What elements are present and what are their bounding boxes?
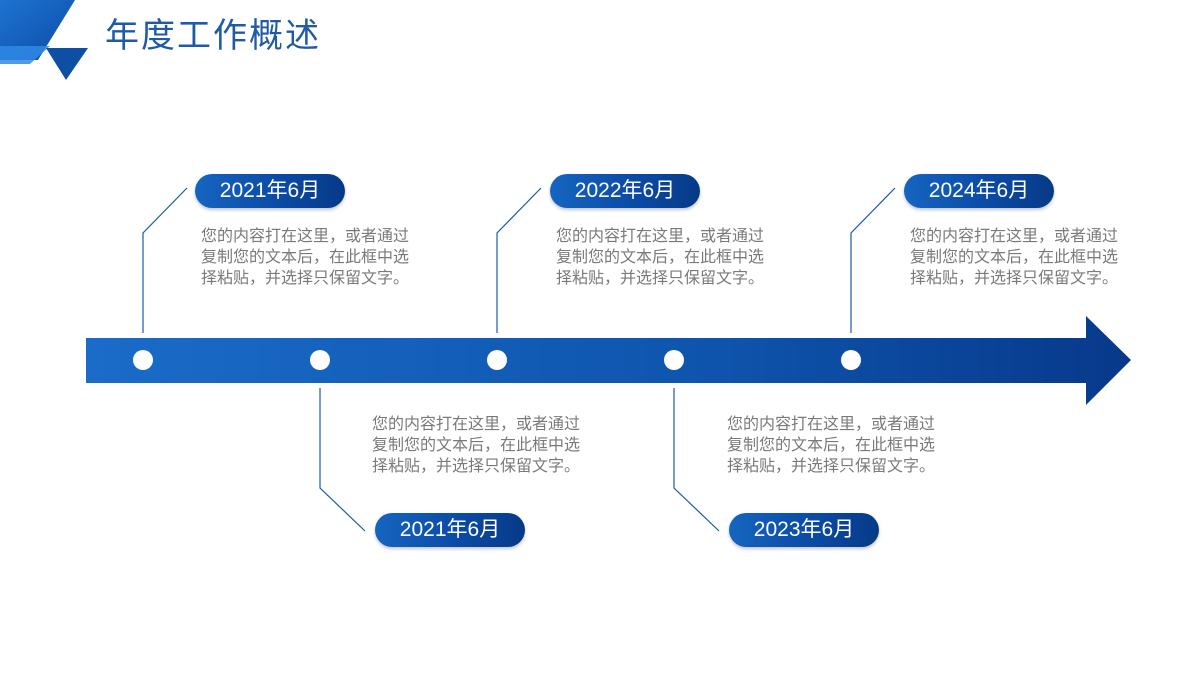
- milestone-date-3: 2022年6月: [550, 174, 700, 208]
- milestone-text-2: 您的内容打在这里，或者通过复制您的文本后，在此框中选择粘贴，并选择只保留文字。: [372, 414, 581, 475]
- connector-line: [142, 187, 188, 333]
- connector-line: [496, 187, 542, 333]
- milestone-date-5: 2024年6月: [904, 174, 1054, 208]
- corner-decoration: [0, 0, 88, 80]
- milestone-dot: [841, 350, 861, 370]
- milestone-dot: [664, 350, 684, 370]
- timeline-arrow: [86, 316, 1131, 405]
- milestone-dot: [487, 350, 507, 370]
- milestone-dot: [133, 350, 153, 370]
- milestone-dot: [310, 350, 330, 370]
- milestone-date-1: 2021年6月: [195, 174, 345, 208]
- connector-line: [673, 388, 720, 532]
- page-title: 年度工作概述: [105, 16, 321, 56]
- milestone-text-1: 您的内容打在这里，或者通过复制您的文本后，在此框中选择粘贴，并选择只保留文字。: [201, 226, 410, 287]
- milestone-date-4: 2023年6月: [729, 513, 879, 547]
- milestone-text-3: 您的内容打在这里，或者通过复制您的文本后，在此框中选择粘贴，并选择只保留文字。: [556, 226, 765, 287]
- milestone-text-4: 您的内容打在这里，或者通过复制您的文本后，在此框中选择粘贴，并选择只保留文字。: [727, 414, 936, 475]
- milestone-date-2: 2021年6月: [375, 513, 525, 547]
- milestone-text-5: 您的内容打在这里，或者通过复制您的文本后，在此框中选择粘贴，并选择只保留文字。: [910, 226, 1119, 287]
- connector-line: [850, 187, 896, 333]
- connector-line: [319, 388, 366, 532]
